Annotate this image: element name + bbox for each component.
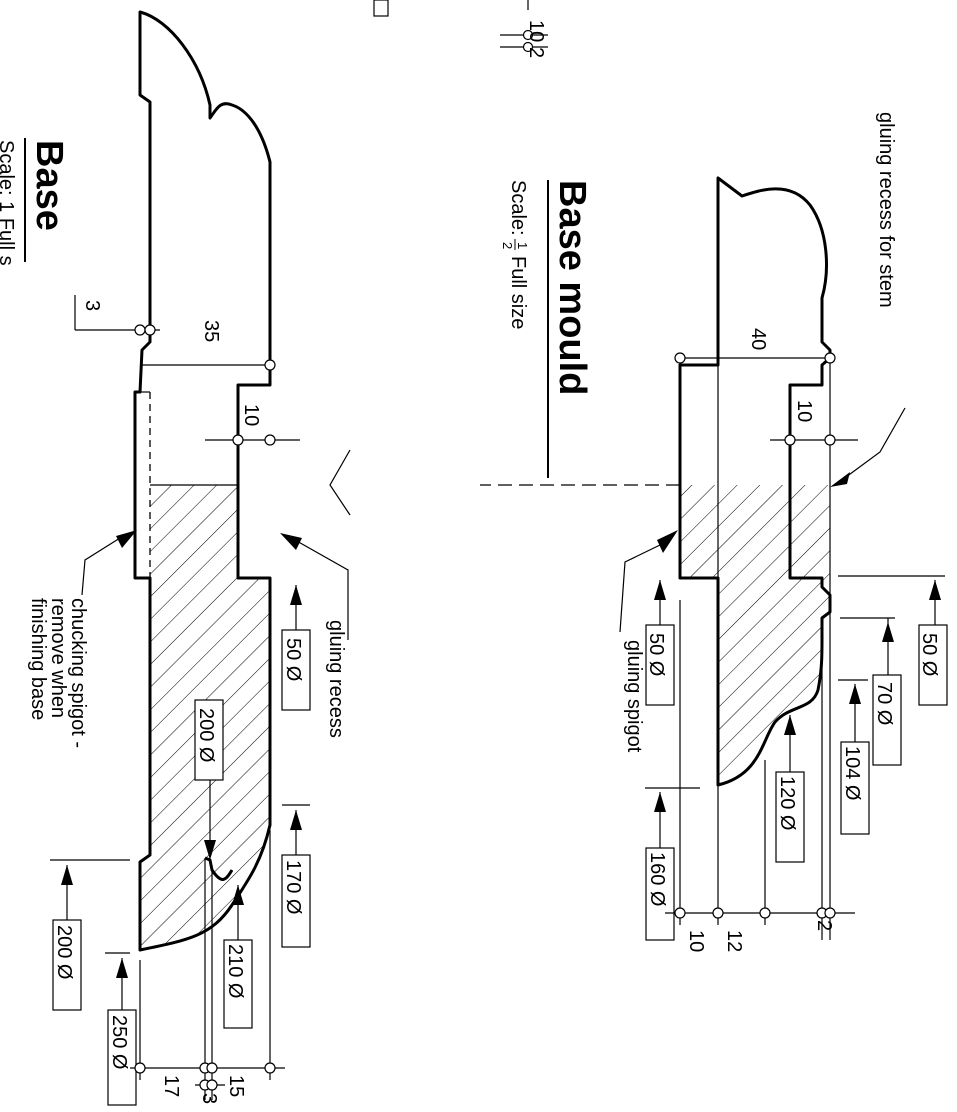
base-mould-scale: Scale: 1 2 Full size [500, 180, 530, 329]
top-dim-10: 10 [525, 20, 547, 42]
mould-dim-dia-50-top: 50 Ø [918, 633, 940, 676]
base-dim-3-bottom: 3 [198, 1093, 220, 1104]
base-dim-3-top: 3 [81, 300, 103, 311]
top-dim-2: 2 [525, 47, 547, 58]
mould-dim-dia-104: 104 Ø [841, 746, 863, 800]
svg-text:1: 1 [515, 242, 530, 249]
base-mould-title: Base mould [551, 180, 593, 395]
note-gluing-recess: gluing recess [325, 620, 347, 738]
base-title: Base [28, 140, 70, 231]
base-dim-10: 10 [240, 404, 262, 426]
mould-dim-10: 10 [793, 400, 815, 422]
mould-dim-12: 12 [723, 930, 745, 952]
svg-text:Full size: Full size [507, 256, 529, 329]
base-scale: Scale: 1 Full s [0, 140, 17, 266]
base-mould-outline [678, 176, 832, 787]
mould-dim-dia-70: 70 Ø [873, 682, 895, 725]
mould-dim-dia-160: 160 Ø [646, 852, 668, 906]
note-gluing-spigot: gluing spigot [623, 640, 645, 753]
base-dim-35: 35 [200, 320, 222, 342]
base-outline [133, 10, 272, 952]
base-drawing: 35 3 10 gluing recess chucking spigot - … [0, 10, 349, 1106]
base-mould-drawing: 40 10 gluing recess for stem 50 Ø 70 Ø 1… [480, 112, 948, 952]
mould-dim-2: 2 [813, 920, 835, 931]
note-chucking-2: remove when [47, 598, 69, 718]
mould-dim-dia-120: 120 Ø [776, 776, 798, 830]
base-dim-dia-50: 50 Ø [282, 638, 304, 681]
note-chucking-3: finishing base [27, 598, 49, 720]
note-gluing-recess-stem: gluing recess for stem [875, 112, 897, 308]
svg-text:Scale:: Scale: [507, 180, 529, 236]
base-dim-15: 15 [225, 1075, 247, 1097]
base-mould-hatched-section [680, 485, 830, 785]
svg-text:2: 2 [500, 242, 515, 249]
base-dim-dia-210: 210 Ø [224, 944, 246, 998]
top-fragment: 10 2 [373, 0, 548, 58]
mould-dim-10-bottom: 10 [685, 930, 707, 952]
mould-dim-40: 40 [747, 328, 769, 350]
note-chucking-1: chucking spigot - [67, 598, 89, 748]
base-dim-dia-200-outer: 200 Ø [53, 925, 75, 979]
mould-dim-dia-50-spigot: 50 Ø [645, 633, 667, 676]
assembly-direction-arrow [329, 449, 351, 516]
base-dim-dia-200-inner: 200 Ø [195, 708, 217, 762]
base-dim-dia-250: 250 Ø [108, 1015, 130, 1069]
base-dim-dia-170: 170 Ø [282, 860, 304, 914]
base-dim-17: 17 [160, 1075, 182, 1097]
